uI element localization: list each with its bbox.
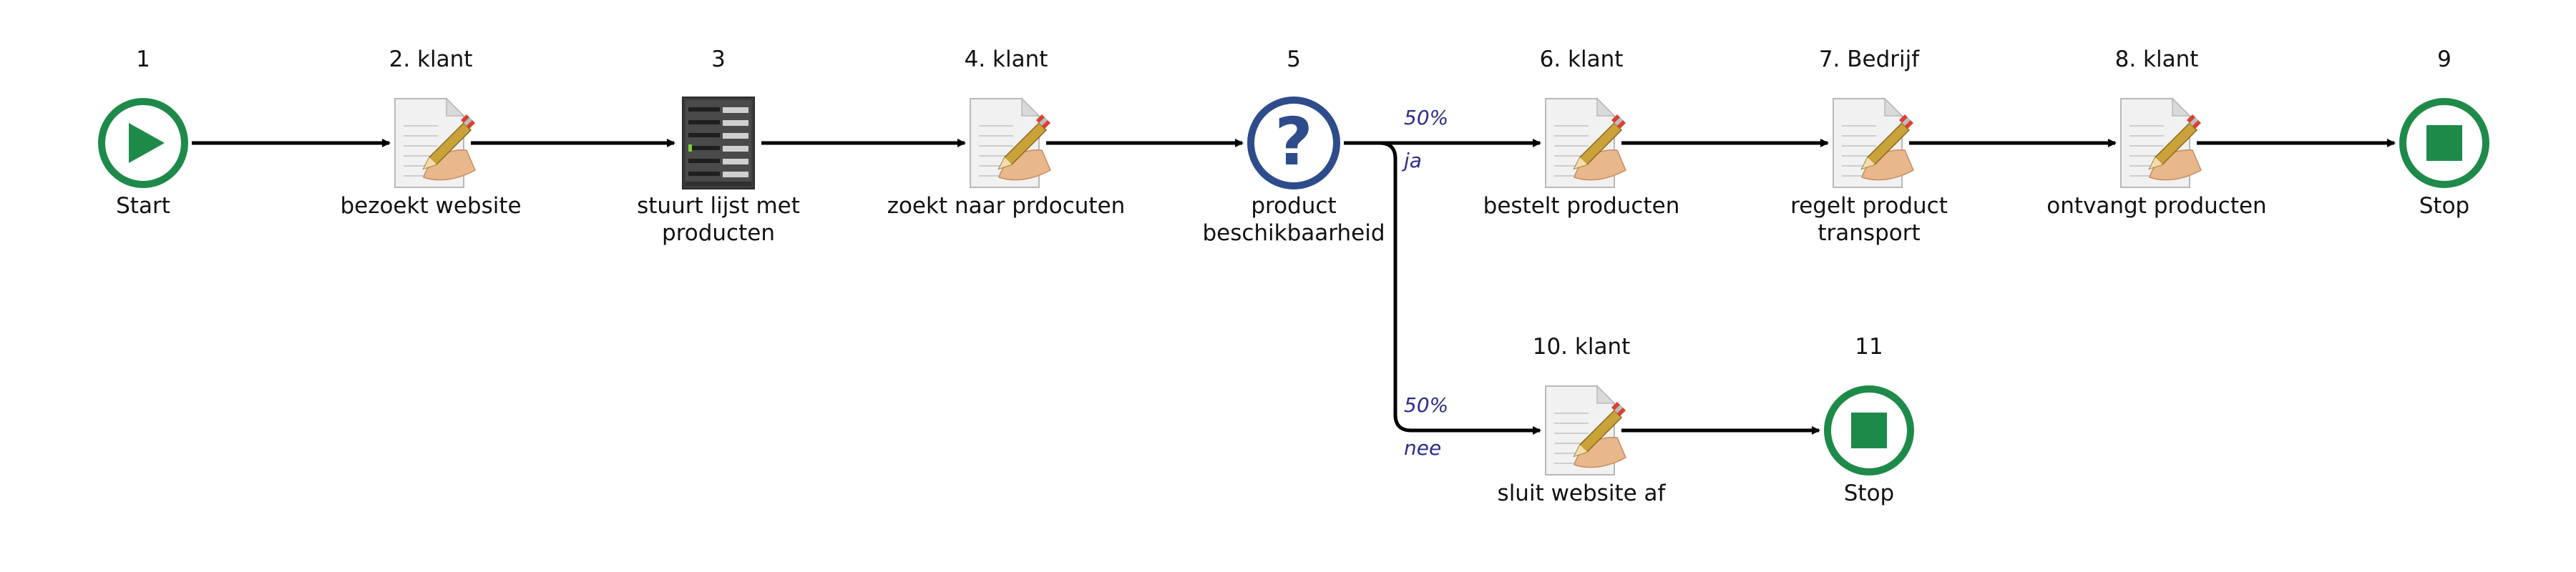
- question-icon: ?: [1247, 97, 1340, 189]
- node-label: bestelt producten: [1483, 193, 1680, 219]
- node-number-label: 7. Bedrijf: [1819, 46, 1920, 72]
- document-pencil-icon: [394, 97, 476, 188]
- node-label: transport: [1818, 220, 1920, 246]
- document-pencil-icon: [970, 97, 1051, 188]
- node-label: sluit website af: [1498, 480, 1667, 506]
- node-number-label: 2. klant: [389, 46, 473, 72]
- node-label: bezoekt website: [340, 193, 521, 219]
- node-number-label: 10. klant: [1533, 334, 1631, 360]
- node-label: regelt product: [1790, 193, 1948, 219]
- node-label: zoekt naar prdocuten: [887, 193, 1126, 219]
- node-number-label: 4. klant: [965, 46, 1048, 72]
- stop-icon: [1824, 385, 1914, 475]
- server-icon: [682, 97, 755, 189]
- document-pencil-icon: [2120, 97, 2202, 188]
- node-number-label: 3: [711, 46, 726, 72]
- node-n6-task[interactable]: 6. klant bestelt producten: [1483, 46, 1680, 219]
- stop-icon: [2399, 98, 2489, 188]
- node-number-label: 8. klant: [2115, 46, 2199, 72]
- node-number-label: 5: [1287, 46, 1301, 72]
- node-number-label: 11: [1855, 334, 1883, 360]
- node-label: Start: [116, 193, 170, 219]
- node-n4-task[interactable]: 4. klant zoekt naar prdocuten: [887, 46, 1126, 219]
- node-label: product: [1251, 193, 1336, 219]
- node-label: producten: [662, 220, 775, 246]
- branch-condition-label: nee: [1404, 436, 1441, 460]
- connector-n5-n10: [1344, 141, 1541, 435]
- node-label: Stop: [2419, 193, 2469, 219]
- node-number-label: 6. klant: [1540, 46, 1624, 72]
- connectors-layer: 50% ja 50% nee: [192, 106, 2396, 460]
- node-n2-task[interactable]: 2. klant bezoekt website: [340, 46, 521, 219]
- node-label: ontvangt producten: [2046, 193, 2266, 219]
- node-label: stuurt lijst met: [637, 193, 800, 219]
- node-label: Stop: [1844, 480, 1894, 506]
- svg-text:?: ?: [1274, 104, 1312, 180]
- branch-percent-label: 50%: [1404, 106, 1448, 129]
- document-pencil-icon: [1545, 385, 1626, 475]
- document-pencil-icon: [1833, 97, 1914, 188]
- node-n8-task[interactable]: 8. klant ontvangt producten: [2046, 46, 2266, 219]
- node-label: beschikbaarheid: [1202, 220, 1385, 246]
- branch-percent-label: 50%: [1404, 393, 1448, 417]
- node-number-label: 9: [2437, 46, 2451, 72]
- play-icon: [98, 98, 188, 188]
- branch-condition-label: ja: [1401, 149, 1422, 172]
- node-n10-task[interactable]: 10. klant sluit website af: [1498, 334, 1667, 506]
- node-number-label: 1: [136, 46, 150, 72]
- document-pencil-icon: [1545, 97, 1626, 188]
